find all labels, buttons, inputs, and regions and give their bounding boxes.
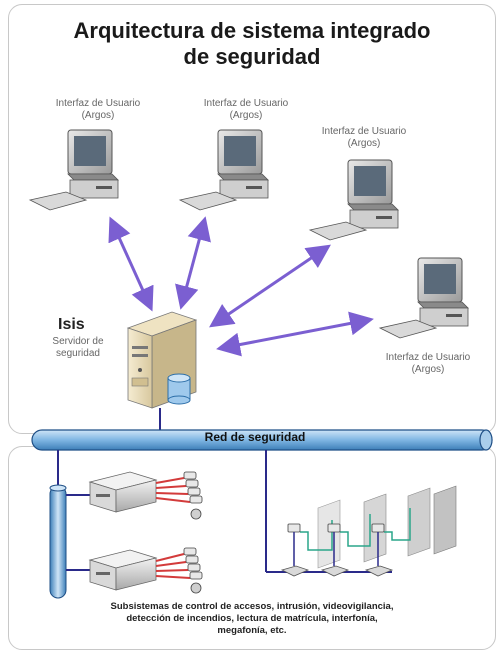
camera-icons-1: [183, 471, 203, 520]
client-label-4: Interfaz de Usuario (Argos): [385, 352, 471, 375]
arrow-client-1: [108, 216, 154, 312]
camera-icons-2: [183, 547, 203, 594]
client-label-2: Interfaz de Usuario (Argos): [203, 98, 289, 121]
recorder-device-2: [88, 549, 158, 591]
network-label: Red de seguridad: [204, 430, 306, 444]
title-line-1: Arquitectura de sistema integrado: [73, 18, 431, 43]
reader-links: [293, 532, 379, 566]
arrow-client-3: [209, 244, 331, 328]
server-name: Isis: [58, 316, 85, 333]
client-label-3: Interfaz de Usuario (Argos): [321, 126, 407, 149]
connection-arrows: [108, 216, 374, 357]
arrow-client-4: [216, 311, 374, 357]
card-reader-icons: [287, 523, 385, 533]
computer-icon-1: [28, 129, 119, 211]
server-role: Servidor de seguridad: [52, 336, 104, 359]
title-line-2: de seguridad: [183, 44, 321, 69]
computer-icon-4: [378, 257, 469, 339]
computer-icon-3: [308, 159, 399, 241]
client-label-1: Interfaz de Usuario (Argos): [55, 98, 141, 121]
recorder-device-1: [88, 471, 158, 513]
database-icon: [167, 373, 191, 405]
computer-icon-2: [178, 129, 269, 211]
access-controllers: [280, 565, 394, 577]
network-pipe: [31, 429, 493, 451]
camera-cables-2: [155, 553, 191, 579]
diagram-title: Arquitectura de sistema integrado de seg…: [0, 18, 504, 70]
subsystems-caption: Subsistemas de control de accesos, intru…: [110, 601, 394, 636]
camera-cables-1: [155, 477, 191, 503]
door-cables: [300, 508, 411, 551]
arrow-client-2: [175, 216, 211, 310]
vertical-pipe: [49, 484, 67, 599]
